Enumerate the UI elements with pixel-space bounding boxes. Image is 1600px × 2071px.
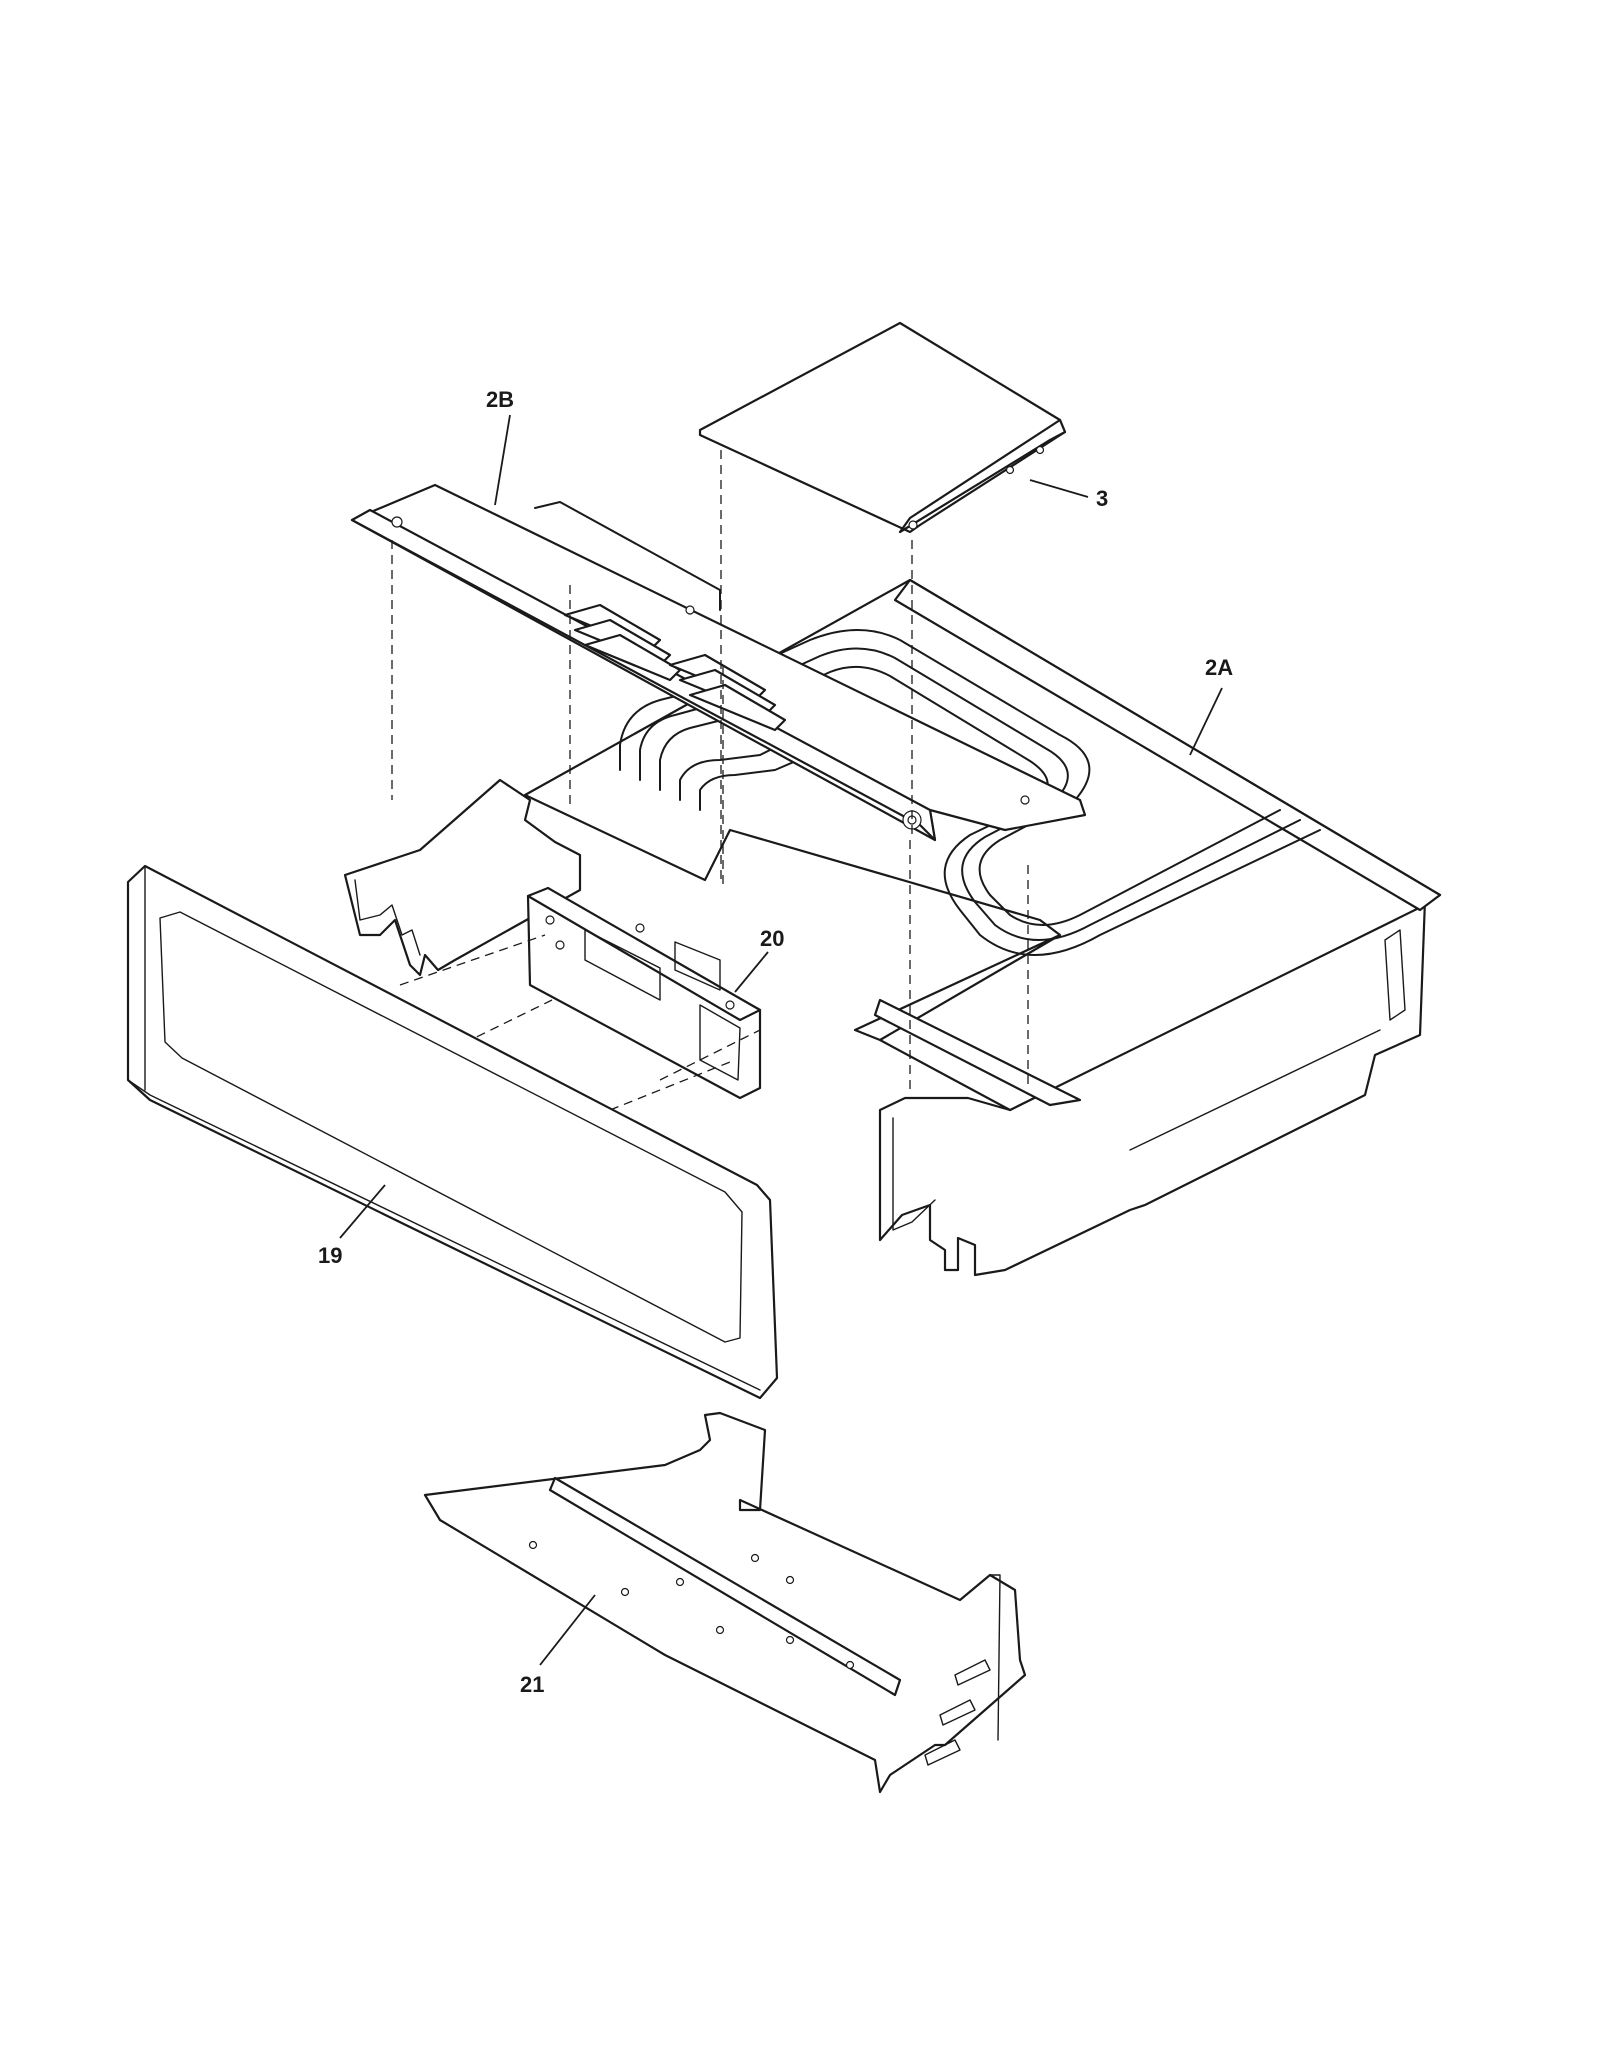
callout-19: 19: [318, 1243, 342, 1268]
leader-3: [1029, 479, 1089, 498]
part-20-control-board[interactable]: [399, 886, 762, 1111]
callout-2b: 2B: [486, 387, 514, 412]
callout-2a: 2A: [1205, 655, 1233, 680]
part-19-control-panel[interactable]: [126, 864, 779, 1400]
leader-21: [539, 1594, 596, 1666]
leader-20: [734, 951, 769, 993]
leader-19: [339, 1184, 386, 1239]
part-21-bottom-bracket[interactable]: [423, 1411, 1027, 1794]
callout-3: 3: [1096, 486, 1108, 511]
leader-2a: [1189, 687, 1223, 756]
callout-21: 21: [520, 1672, 544, 1697]
part-2b-top-cover[interactable]: [343, 483, 1087, 977]
callout-20: 20: [760, 926, 784, 951]
leader-2b: [494, 414, 511, 506]
part-3-cover-plate[interactable]: [698, 321, 1067, 880]
